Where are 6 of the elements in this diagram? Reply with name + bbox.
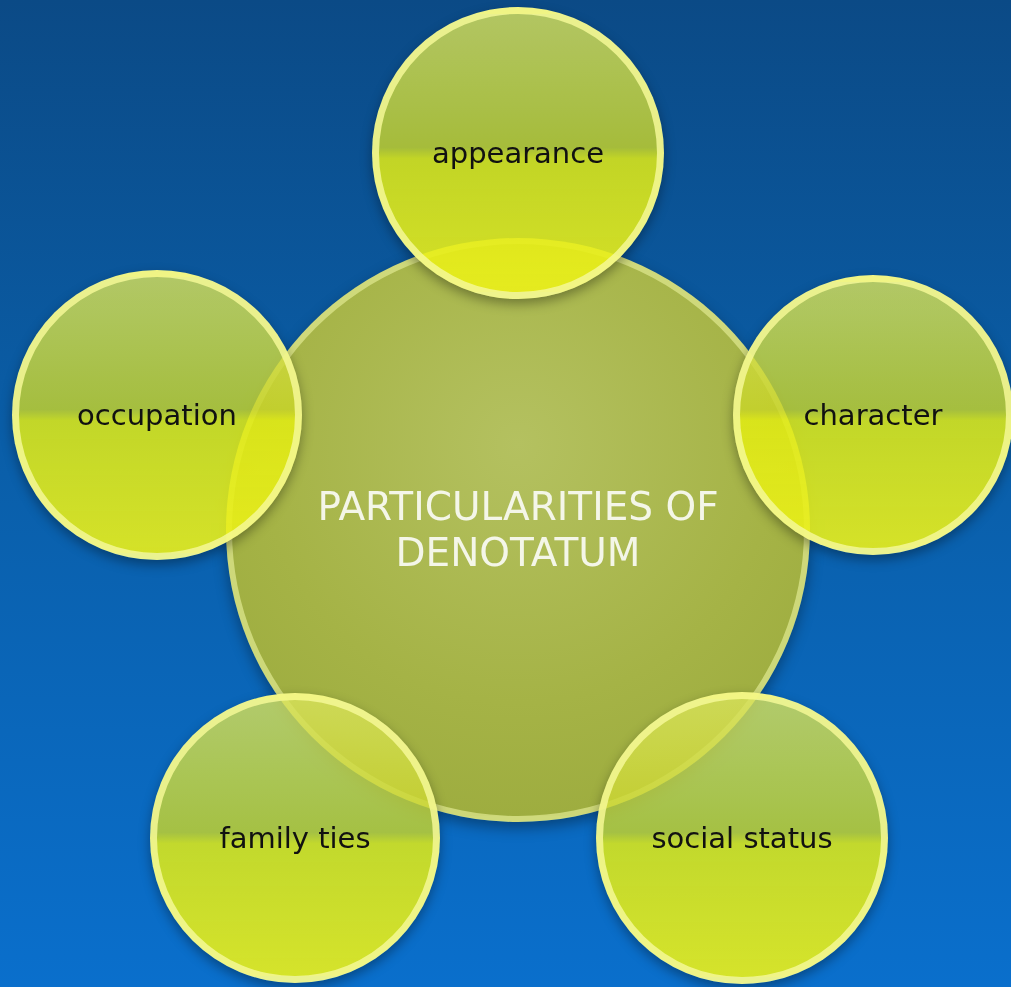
topic-label: family ties — [218, 819, 372, 857]
topic-label: character — [802, 396, 944, 434]
central-title: PARTICULARITIES OF DENOTATUM — [316, 484, 720, 576]
topic-label: appearance — [430, 134, 605, 172]
topic-label: social status — [650, 819, 834, 857]
topic-label: occupation — [76, 396, 238, 434]
